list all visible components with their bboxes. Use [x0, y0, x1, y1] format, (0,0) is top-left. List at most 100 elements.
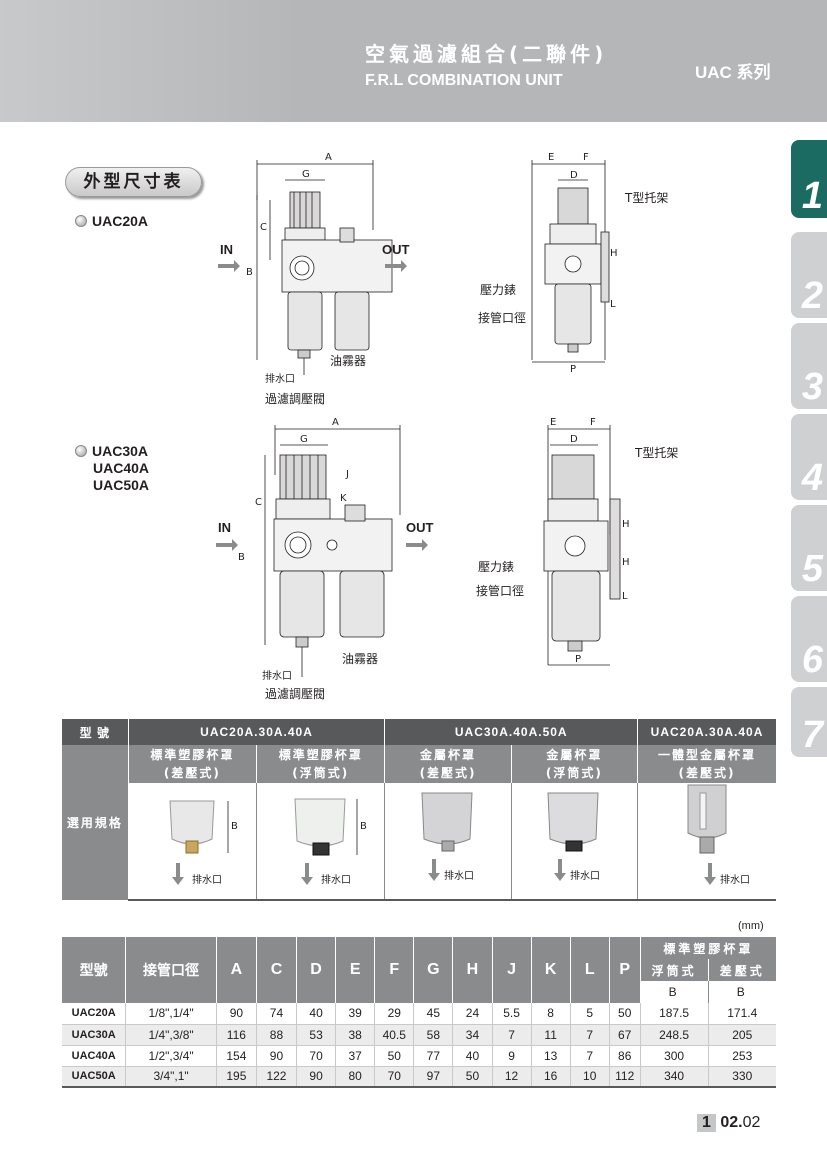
filter-regulator-label: 過濾調壓閥: [265, 686, 325, 701]
section-title: 外型尺寸表: [65, 167, 202, 197]
table-cell: 171.4: [708, 1003, 776, 1025]
table-cell: 40: [452, 1045, 493, 1067]
bowl-image-cell: 排水口: [511, 783, 639, 901]
model-name: UAC20A: [92, 213, 149, 229]
drain-label: 排水口: [262, 669, 292, 682]
model-label-group1: UAC20A: [75, 213, 148, 230]
table-cell: 37: [335, 1045, 376, 1067]
table-cell: 116: [216, 1024, 257, 1046]
model-label-group2: UAC30A UAC40A UAC50A: [75, 443, 149, 494]
chapter-tab-6[interactable]: 6: [791, 596, 827, 682]
table-cell: 187.5: [640, 1003, 709, 1025]
chapter-tab-3[interactable]: 3: [791, 323, 827, 409]
bowl-type-cell: 標準塑膠杯罩(差壓式): [128, 745, 258, 783]
chapter-tab-2[interactable]: 2: [791, 232, 827, 318]
bowl-type-line1: 一體型金屬杯罩: [658, 748, 757, 762]
table-cell: UAC30A: [62, 1024, 127, 1046]
table-cell: 80: [335, 1066, 376, 1088]
table-cell: 248.5: [640, 1024, 709, 1046]
bowl-type-line1: 金屬杯罩: [420, 748, 477, 762]
bowl-image-cell: B 排水口: [256, 783, 386, 901]
dim-header-c: C: [256, 937, 298, 1003]
dim-label-c: C: [260, 222, 267, 233]
dim-label-p: P: [575, 654, 581, 665]
drain-arrow-icon: [704, 863, 717, 885]
plastic-float-bowl-icon: B 排水口: [294, 798, 367, 886]
table-cell: 195: [216, 1066, 257, 1088]
header-title-cn: 空氣過濾組合(二聯件): [365, 42, 608, 66]
chapter-tab-7[interactable]: 7: [791, 687, 827, 757]
in-label: IN: [220, 242, 233, 257]
table-cell: 112: [609, 1066, 641, 1088]
unit-label: (mm): [738, 920, 764, 932]
table-cell: 70: [296, 1045, 337, 1067]
drain-label: 排水口: [321, 873, 351, 886]
flow-arrow-in-icon: [218, 260, 240, 272]
table-cell: 50: [374, 1045, 415, 1067]
table-cell: UAC40A: [62, 1045, 127, 1067]
table-cell: 253: [708, 1045, 776, 1067]
front-view-drawing-small: A G C B IN OUT 油霧器 排水口 過濾調壓閥: [218, 152, 410, 406]
chapter-tab-label: 1: [801, 175, 823, 217]
table-cell: 5.5: [492, 1003, 532, 1025]
bowl-image-cell: B 排水口: [128, 783, 258, 901]
table-cell: 1/2",3/4": [125, 1045, 217, 1067]
flow-arrow-in-icon: [216, 539, 238, 551]
bowl-type-cell: 標準塑膠杯罩(浮筒式): [256, 745, 386, 783]
table-cell: 88: [256, 1024, 298, 1046]
bowl-type-line2: (浮筒式): [545, 766, 603, 780]
port-label: 接管口徑: [476, 583, 524, 598]
dim-header-e: E: [335, 937, 376, 1003]
dim-header-diff: 差壓式: [708, 959, 776, 981]
table-cell: 90: [256, 1045, 298, 1067]
page-header: 空氣過濾組合(二聯件) F.R.L COMBINATION UNIT UAC 系…: [0, 0, 827, 122]
bowl-type-cell: 金屬杯罩 (浮筒式): [511, 745, 639, 783]
side-view-drawing-small: E F D T型托架 H L 壓力錶 接管口徑 P: [478, 152, 668, 375]
dim-label-h: H: [622, 557, 630, 568]
dim-header-l: L: [570, 937, 610, 1003]
dim-label-l: L: [622, 591, 628, 602]
dim-header-j: J: [492, 937, 532, 1003]
table-cell: 3/4",1": [125, 1066, 217, 1088]
dim-label-b: B: [238, 552, 245, 563]
table-cell: 5: [570, 1003, 610, 1025]
chapter-tab-label: 3: [801, 366, 823, 408]
model-name: UAC50A: [93, 477, 150, 493]
table-cell: 10: [570, 1066, 610, 1088]
table-cell: 340: [640, 1066, 709, 1088]
bowl-image-cell: 排水口: [384, 783, 512, 901]
dim-label-b: B: [360, 821, 367, 832]
gauge-label: 壓力錶: [480, 282, 516, 297]
chapter-tab-label: 7: [801, 714, 823, 756]
gauge-label: 壓力錶: [478, 559, 514, 574]
metal-bowl-icon: 排水口: [421, 792, 474, 882]
table-cell: 11: [531, 1024, 571, 1046]
lubricator-label: 油霧器: [330, 354, 366, 368]
chapter-tab-1[interactable]: 1: [791, 140, 827, 218]
dim-label-b: B: [246, 267, 253, 278]
dim-header-g: G: [413, 937, 454, 1003]
header-title-en: F.R.L COMBINATION UNIT: [365, 72, 563, 89]
bowl-spec-table: 型 號 UAC20A.30A.40A UAC30A.40A.50A UAC20A…: [62, 719, 776, 901]
dim-header-a: A: [216, 937, 257, 1003]
dim-header-float: 浮筒式: [640, 959, 709, 981]
chapter-tab-4[interactable]: 4: [791, 414, 827, 500]
chapter-tab-label: 2: [801, 275, 823, 317]
side-view-drawing-large: E F D T型托架 H H L 壓力錶 接管口徑 P: [476, 417, 678, 666]
table-cell: 70: [374, 1066, 415, 1088]
table-cell: 7: [492, 1024, 532, 1046]
dim-label-k: K: [340, 493, 347, 504]
table-cell: 86: [609, 1045, 641, 1067]
bracket-label: T型托架: [624, 191, 668, 205]
plastic-bowl-icon: B 排水口: [169, 800, 238, 886]
bowl-type-line1: 金屬杯罩: [546, 748, 603, 762]
chapter-tab-label: 5: [801, 548, 823, 590]
drain-label: 排水口: [720, 873, 750, 886]
table-cell: 45: [413, 1003, 454, 1025]
out-label: OUT: [406, 520, 434, 535]
chapter-tab-5[interactable]: 5: [791, 505, 827, 591]
table-cell: 53: [296, 1024, 337, 1046]
model-name: UAC40A: [93, 460, 150, 476]
